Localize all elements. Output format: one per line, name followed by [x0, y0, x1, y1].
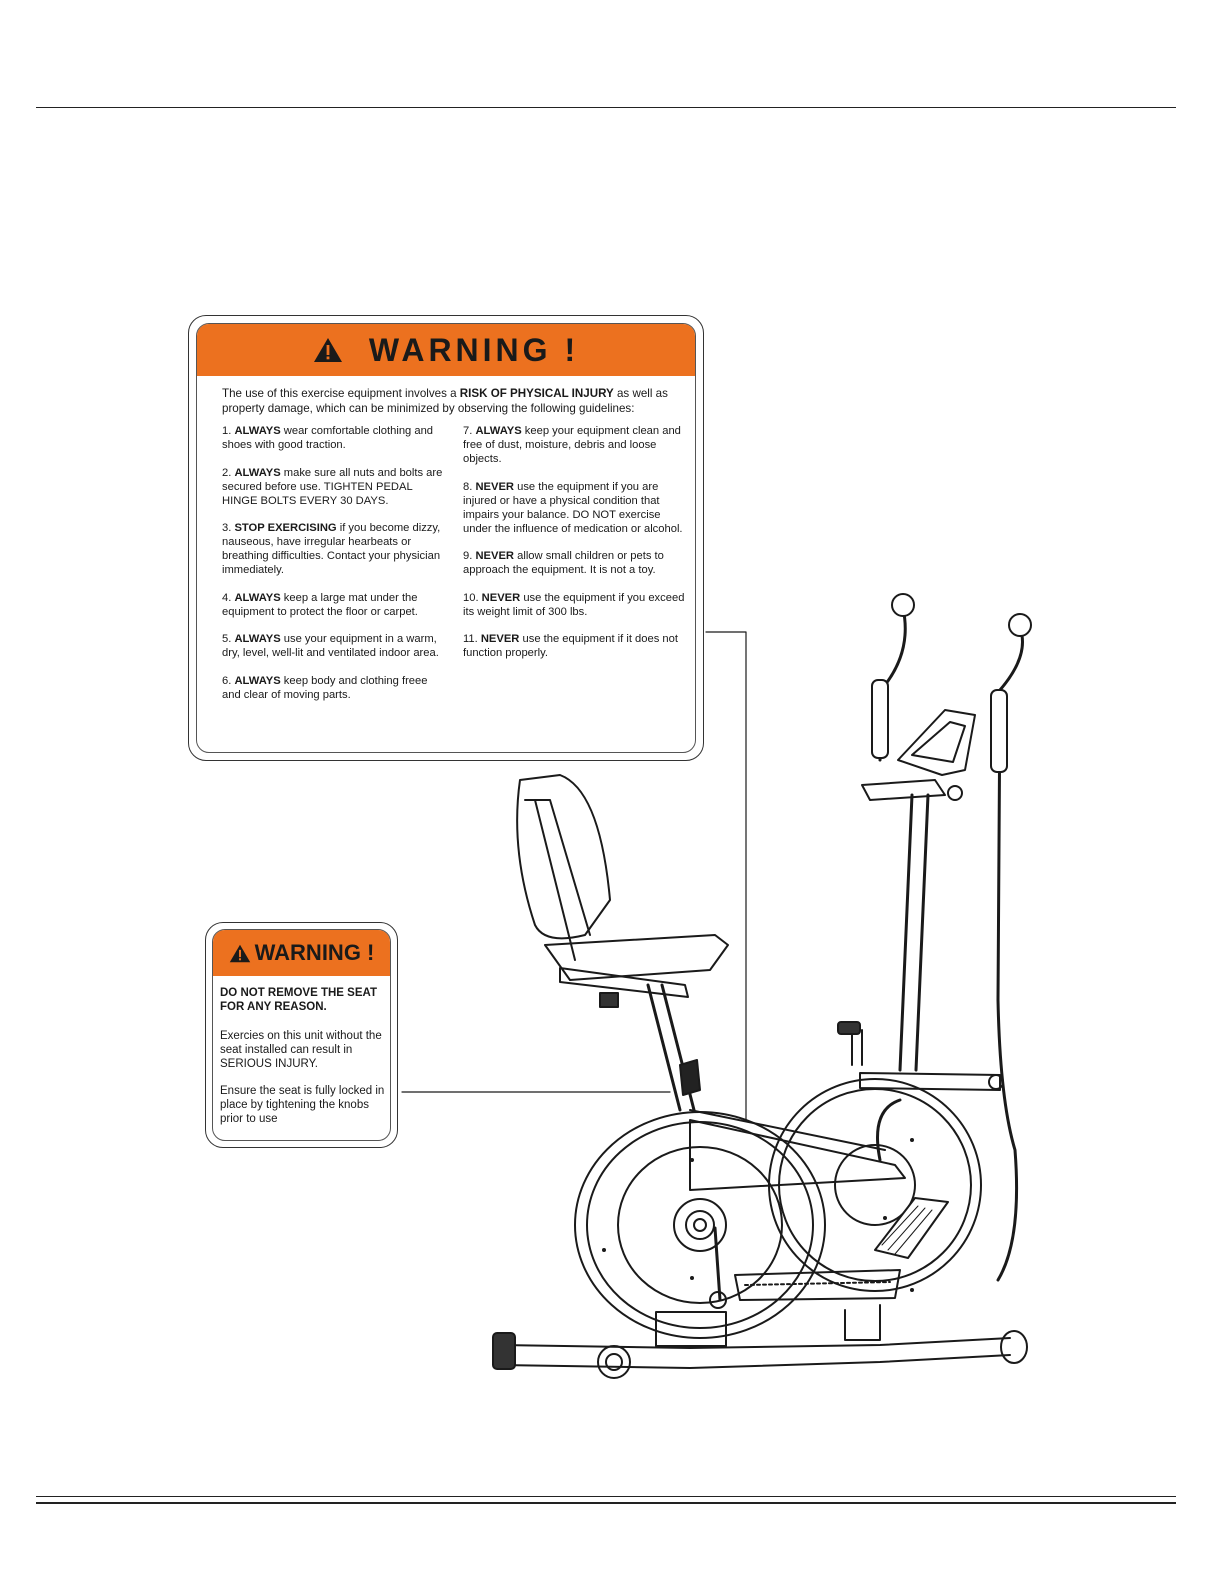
rules-column-right: 7. ALWAYS keep your equipment clean and … [463, 424, 688, 674]
base-end-cap-right [1000, 1330, 1028, 1364]
rule-text: keep body and clothing freee and clear o… [222, 674, 428, 701]
rule-text: use the equipment if you exceed its weig… [463, 591, 685, 618]
rule-number: 5. [222, 633, 235, 645]
rule-keyword: ALWAYS [475, 425, 522, 437]
handlebar-right [996, 626, 1024, 1282]
tension-post [851, 1029, 863, 1066]
console-knob [947, 785, 963, 801]
footer-rule-bottom [36, 1502, 1176, 1504]
pedal-axle [709, 1291, 727, 1309]
seat-adjust-knob [599, 992, 619, 1008]
console-display [897, 709, 976, 776]
warning-rule-item: 6. ALWAYS keep body and clothing freee a… [222, 674, 447, 702]
rule-keyword: ALWAYS [234, 633, 281, 645]
pedal-left [734, 1269, 901, 1301]
rule-keyword: STOP EXERCISING [234, 522, 337, 534]
seat-cushion [544, 934, 729, 981]
rule-number: 9. [463, 550, 476, 562]
main-warning-title: WARNING ! [368, 331, 580, 368]
cross-bar [859, 1072, 1001, 1091]
footer-rule-top [36, 1496, 1176, 1497]
transport-wheel [597, 1345, 631, 1379]
intro-text-end: as well as property damage, which can be… [222, 387, 668, 415]
main-warning-inner: WARNING ! The use of this exercise equip… [196, 323, 696, 753]
tension-knob [837, 1021, 861, 1035]
warning-rule-item: 7. ALWAYS keep your equipment clean and … [463, 424, 688, 466]
rule-number: 4. [222, 591, 235, 604]
rule-number: 6. [222, 674, 235, 687]
rule-text: wear comfortable clothing and shoes with… [222, 425, 434, 451]
rule-keyword: ALWAYS [234, 466, 281, 479]
seat-knob [679, 1059, 701, 1096]
rule-text: use the equipment if you are injured or … [463, 480, 683, 535]
rule-number: 7. [463, 425, 476, 437]
main-frame-beam [689, 1119, 906, 1191]
base-end-cap-left [492, 1332, 516, 1370]
seat-warning-body1: Exercies on this unit without the seat i… [220, 1030, 382, 1070]
console-tray [861, 779, 946, 801]
seat-warning-label: WARNING ! DO NOT REMOVE THE SEAT FOR ANY… [205, 922, 398, 1148]
rule-number: 8. [463, 480, 476, 493]
rule-keyword: NEVER [475, 550, 514, 562]
rule-number: 10. [463, 591, 482, 604]
front-foot-housing [655, 1311, 727, 1347]
seat-warning-body2: Ensure the seat is fully locked in place… [220, 1085, 385, 1125]
rule-text: allow small children or pets to approach… [463, 550, 664, 576]
rule-text: make sure all nuts and bolts are secured… [222, 466, 443, 507]
rule-number: 11. [463, 633, 481, 645]
rule-number: 2. [222, 466, 235, 479]
rule-text: use your equipment in a warm, dry, level… [222, 633, 439, 659]
rule-number: 3. [222, 522, 235, 534]
warning-rule-item: 2. ALWAYS make sure all nuts and bolts a… [222, 466, 447, 508]
rule-keyword: NEVER [481, 591, 521, 604]
intro-bold: RISK OF PHYSICAL INJURY [459, 387, 614, 400]
backrest [516, 774, 611, 940]
warning-triangle-icon [313, 338, 342, 362]
rule-keyword: ALWAYS [234, 591, 281, 604]
main-warning-intro: The use of this exercise equipment invol… [222, 386, 692, 416]
base-bar [497, 1337, 1011, 1349]
warning-triangle-icon [229, 944, 250, 962]
rule-number: 1. [222, 425, 235, 437]
crank-arm [713, 1226, 722, 1302]
warning-rule-item: 4. ALWAYS keep a large mat under the equ… [222, 591, 447, 619]
warning-rule-item: 9. NEVER allow small children or pets to… [463, 549, 688, 577]
main-warning-banner: WARNING ! [197, 324, 695, 376]
handlebar-right-cap [1008, 613, 1032, 637]
rule-keyword: NEVER [475, 480, 514, 493]
rule-keyword: ALWAYS [234, 674, 281, 687]
rule-text: use the equipment if it does not functio… [463, 633, 678, 659]
handlebar-left-cap [891, 593, 915, 617]
intro-text: The use of this exercise equipment invol… [222, 387, 460, 400]
front-post [898, 793, 914, 1072]
leader-line-main [705, 631, 747, 1121]
seat-warning-banner: WARNING ! [213, 930, 390, 976]
rule-text: keep a large mat under the equipment to … [222, 591, 418, 618]
rules-column-left: 1. ALWAYS wear comfortable clothing and … [222, 424, 447, 715]
warning-rule-item: 3. STOP EXERCISING if you become dizzy, … [222, 521, 447, 577]
pedal-right [874, 1197, 949, 1259]
main-warning-label: WARNING ! The use of this exercise equip… [188, 315, 704, 761]
warning-rule-item: 11. NEVER use the equipment if it does n… [463, 632, 688, 660]
rule-keyword: ALWAYS [234, 425, 281, 437]
seat-warning-inner: WARNING ! DO NOT REMOVE THE SEAT FOR ANY… [212, 929, 391, 1141]
rule-text: keep your equipment clean and free of du… [463, 425, 681, 465]
warning-rule-item: 1. ALWAYS wear comfortable clothing and … [222, 424, 447, 452]
warning-rule-item: 5. ALWAYS use your equipment in a warm, … [222, 632, 447, 660]
rule-keyword: NEVER [480, 633, 520, 645]
arm-link [876, 1098, 902, 1162]
rear-flywheel [768, 1078, 982, 1292]
seat-warning-title: WARNING ! [254, 940, 375, 965]
seat-warning-heading: DO NOT REMOVE THE SEAT FOR ANY REASON. [220, 987, 377, 1013]
warning-rule-item: 10. NEVER use the equipment if you excee… [463, 591, 688, 619]
crank-hub [673, 1198, 727, 1252]
rule-text: if you become dizzy, nauseous, have irre… [222, 522, 441, 576]
header-rule [36, 107, 1176, 108]
seat-post [646, 983, 682, 1112]
warning-rule-item: 8. NEVER use the equipment if you are in… [463, 480, 688, 536]
